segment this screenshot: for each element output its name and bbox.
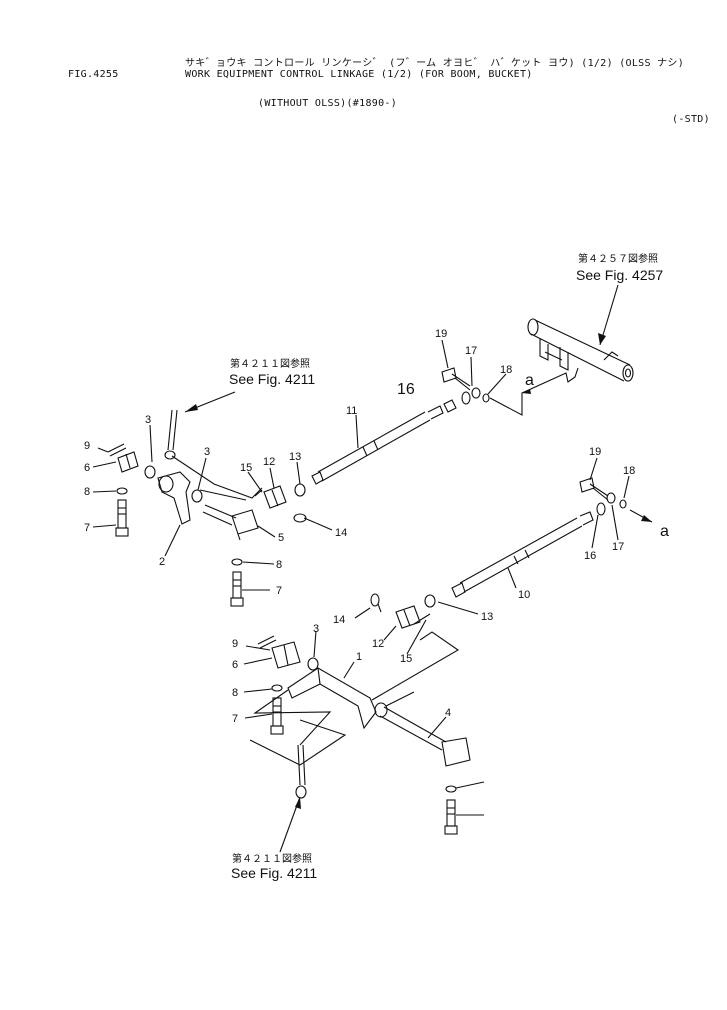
callout-8b: 8 bbox=[276, 559, 282, 571]
callout-19a: 19 bbox=[435, 328, 447, 340]
subtitle: (WITHOUT OLSS)(#1890-) bbox=[258, 98, 398, 109]
callout-17a: 17 bbox=[465, 345, 477, 357]
upper-left-linkage bbox=[97, 409, 259, 607]
callout-5: 5 bbox=[278, 532, 284, 544]
callout-14a: 14 bbox=[335, 527, 347, 539]
callout-4: 4 bbox=[445, 707, 451, 719]
lower-right-joint bbox=[579, 477, 653, 523]
callout-12a: 12 bbox=[263, 456, 275, 468]
title-kana: サキ゛ョウキ コントロール リンケーシ゛ (フ゛ーム オヨヒ゛ ハ゛ケット ヨウ… bbox=[185, 58, 685, 69]
callout-17b: 17 bbox=[612, 541, 624, 553]
callout-13a: 13 bbox=[289, 451, 301, 463]
callout-9b: 9 bbox=[232, 638, 238, 650]
ref-leaders bbox=[184, 284, 619, 853]
spec-label: (-STD) bbox=[672, 114, 710, 125]
callout-12b: 12 bbox=[372, 638, 384, 650]
callout-2: 2 bbox=[159, 556, 165, 568]
callout-3a: 3 bbox=[145, 414, 151, 426]
callout-16b: 16 bbox=[584, 550, 596, 562]
callout-6b: 6 bbox=[232, 659, 238, 671]
ref-4211-bottom-en: See Fig. 4211 bbox=[231, 865, 317, 881]
lower-left-linkage bbox=[257, 635, 471, 835]
callout-10: 10 bbox=[518, 589, 530, 601]
callout-1: 1 bbox=[356, 651, 362, 663]
callout-15a: 15 bbox=[240, 462, 252, 474]
rod-11 bbox=[311, 405, 444, 485]
callout-8a: 8 bbox=[84, 486, 90, 498]
callout-numbers: 1 2 3 3 3 4 5 6 6 7 7 7 8 8 8 9 9 10 11 … bbox=[84, 328, 669, 725]
callout-6a: 6 bbox=[84, 462, 90, 474]
title-english: WORK EQUIPMENT CONTROL LINKAGE (1/2) (FO… bbox=[185, 69, 533, 80]
callout-18a: 18 bbox=[500, 364, 512, 376]
callout-a-right: a bbox=[660, 523, 669, 540]
callout-14b: 14 bbox=[333, 614, 345, 626]
a-connector-top bbox=[489, 367, 579, 416]
ref-4257-jp: 第４２５７図参照 bbox=[578, 252, 658, 265]
figure-number: FIG.4255 bbox=[68, 69, 119, 80]
callout-7c: 7 bbox=[232, 713, 238, 725]
lower-clevis-parts bbox=[370, 593, 436, 629]
rod-10 bbox=[451, 511, 594, 598]
callout-11: 11 bbox=[346, 405, 357, 417]
ref-4257-en: See Fig. 4257 bbox=[576, 267, 663, 283]
callout-19b: 19 bbox=[589, 446, 601, 458]
callout-16a: 16 bbox=[397, 381, 415, 398]
callout-3c: 3 bbox=[313, 623, 319, 635]
callout-13b: 13 bbox=[481, 611, 493, 623]
callout-7b: 7 bbox=[276, 585, 282, 597]
connection-outlines bbox=[171, 455, 460, 766]
callout-15b: 15 bbox=[400, 653, 412, 665]
callout-7a: 7 bbox=[84, 522, 90, 534]
callout-3b: 3 bbox=[204, 446, 210, 458]
callout-9a: 9 bbox=[84, 440, 90, 452]
cross-shaft-assembly bbox=[527, 318, 634, 382]
ref-4211-bottom-jp: 第４２１１図参照 bbox=[232, 852, 312, 865]
ref-4211-top-jp: 第４２１１図参照 bbox=[230, 357, 310, 370]
callout-18b: 18 bbox=[623, 465, 635, 477]
callout-8c: 8 bbox=[232, 687, 238, 699]
upper-joint-parts bbox=[441, 367, 490, 413]
upper-clevis-parts bbox=[254, 483, 317, 524]
callout-a-top: a bbox=[525, 372, 534, 389]
ref-4211-top-en: See Fig. 4211 bbox=[229, 371, 315, 387]
callout-leaders bbox=[92, 339, 630, 816]
